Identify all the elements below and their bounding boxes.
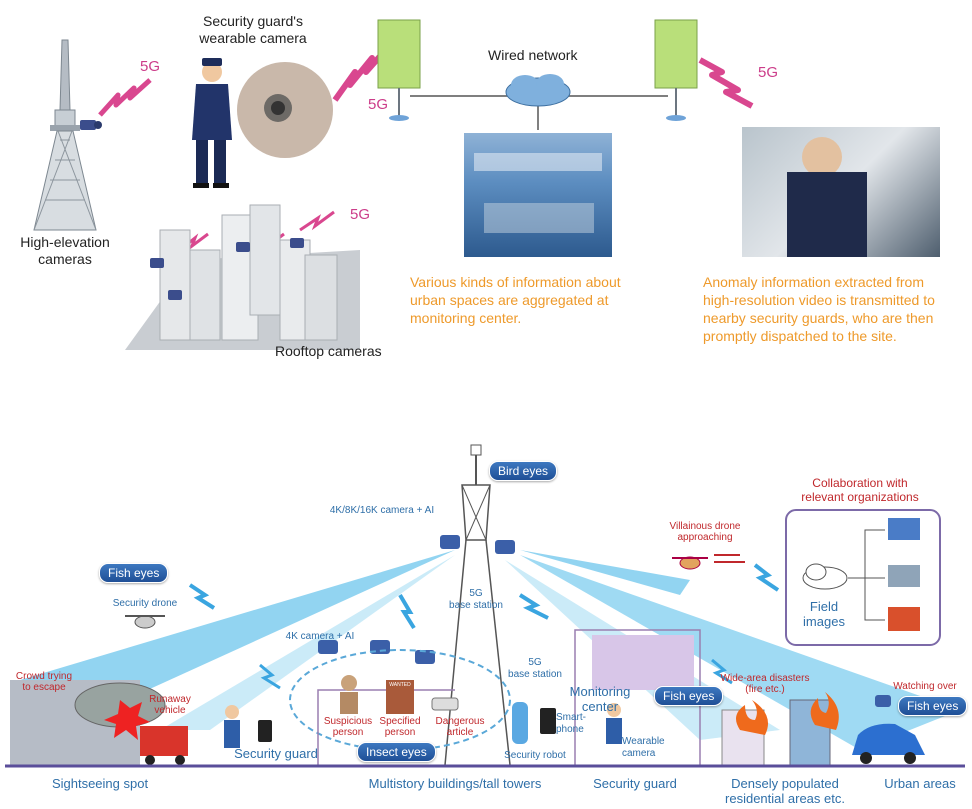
lightning-icon <box>753 563 780 592</box>
lightning-icon <box>259 663 281 690</box>
dangerous-article-icon <box>431 697 459 711</box>
lightning-icon <box>698 57 754 109</box>
monitoring-room <box>592 635 694 690</box>
monitoring-center-label: Monitoring center <box>569 684 631 714</box>
smartphone-icon <box>540 708 556 734</box>
dangerous-article-label: Dangerous article <box>435 716 485 738</box>
building-icon <box>888 518 920 540</box>
security-drone-label: Security drone <box>112 598 178 609</box>
suspicious-person-figure <box>340 675 358 714</box>
robot-icon <box>512 702 528 744</box>
lightning-icon <box>518 593 549 620</box>
drone-icon <box>125 615 165 629</box>
car-icon <box>852 723 925 764</box>
wired-network-label: Wired network <box>488 47 578 63</box>
base-station-small-label: 5G base station <box>508 657 562 680</box>
collaboration-label: Collaboration with relevant organization… <box>801 476 919 504</box>
villainous-drone-label: Villainous drone approaching <box>669 521 741 543</box>
monitoring-center-photo <box>464 133 612 257</box>
building-icon <box>888 565 920 587</box>
runaway-vehicle-label: Runaway vehicle <box>149 694 191 716</box>
smartphone-label: Smart- phone <box>556 712 586 735</box>
camera-ai-label: 4K/8K/16K camera + AI <box>329 505 435 516</box>
g5-label: 5G <box>368 96 389 113</box>
monitoring-caption: Various kinds of information about urban… <box>410 274 621 326</box>
specified-person-label: Specified person <box>379 716 421 738</box>
fish-eyes-badge-center: Fish eyes <box>654 686 724 706</box>
bottom-graphics <box>5 444 965 768</box>
suspicious-person-label: Suspicious person <box>323 716 373 738</box>
security-guard-figure <box>224 705 240 748</box>
security-robot-label: Security robot <box>504 750 566 761</box>
wanted-sign: WANTED <box>389 682 411 688</box>
antenna-panel-icon <box>654 19 698 121</box>
antenna-panel-icon <box>377 19 421 121</box>
fire-icon <box>810 692 839 730</box>
fish-eyes-badge-left: Fish eyes <box>99 563 169 583</box>
g5-label: 5G <box>140 58 161 75</box>
top-graphics <box>33 19 754 350</box>
security-guard-bottom-label: Security guard <box>593 776 677 791</box>
camera-icon <box>80 120 102 130</box>
multistory-label: Multistory buildings/tall towers <box>368 776 542 791</box>
drone-icon <box>672 554 745 570</box>
lightning-icon <box>398 593 416 630</box>
lightning-icon <box>98 78 152 117</box>
rooftop-label: Rooftop cameras <box>275 343 382 359</box>
security-guard-mid-label: Security guard <box>234 746 318 761</box>
bird-eyes-badge: Bird eyes <box>489 461 558 481</box>
densely-populated-label: Densely populated residential areas etc. <box>725 776 845 806</box>
base-station-label: 5G base station <box>449 588 503 611</box>
g5-label: 5G <box>758 64 779 81</box>
smartphone-icon <box>258 720 272 742</box>
camera-4k-ai-label: 4K camera + AI <box>285 631 355 642</box>
building-icon <box>888 607 920 631</box>
lightning-icon <box>332 43 393 102</box>
watching-over-label: Watching over <box>893 681 957 692</box>
wide-area-disasters-label: Wide-area disasters (fire etc.) <box>720 673 810 695</box>
anomaly-caption: Anomaly information extracted from high-… <box>703 274 935 344</box>
g5-label: 5G <box>350 206 371 223</box>
fish-eyes-badge-right: Fish eyes <box>898 696 968 716</box>
guard-figure <box>192 58 232 188</box>
cloud-icon <box>505 74 571 107</box>
lightning-icon <box>711 658 733 685</box>
lightning-icon <box>188 583 216 610</box>
crowd-escape-label: Crowd trying to escape <box>15 671 73 693</box>
urban-areas-label: Urban areas <box>884 776 956 791</box>
insect-eyes-badge: Insect eyes <box>357 742 436 762</box>
cloud-icon <box>802 563 848 590</box>
tower-icon <box>444 444 511 766</box>
rooftop-buildings <box>125 204 360 350</box>
lightning-icon <box>299 210 335 232</box>
security-guard-photo <box>742 127 940 257</box>
high-elevation-label: High-elevation cameras <box>20 234 110 267</box>
field-images-label: Field images <box>803 599 845 629</box>
truck-icon <box>140 726 188 765</box>
fire-icon <box>736 700 769 735</box>
wanted-poster <box>386 680 414 714</box>
guard-camera-label: Security guard's wearable camera <box>199 13 307 46</box>
sightseeing-label: Sightseeing spot <box>51 776 149 791</box>
wearable-camera-guard <box>606 703 622 744</box>
tower-icon <box>33 39 97 231</box>
explosion-icon <box>104 700 150 740</box>
wearable-camera-label: Wearable camera <box>622 736 665 759</box>
